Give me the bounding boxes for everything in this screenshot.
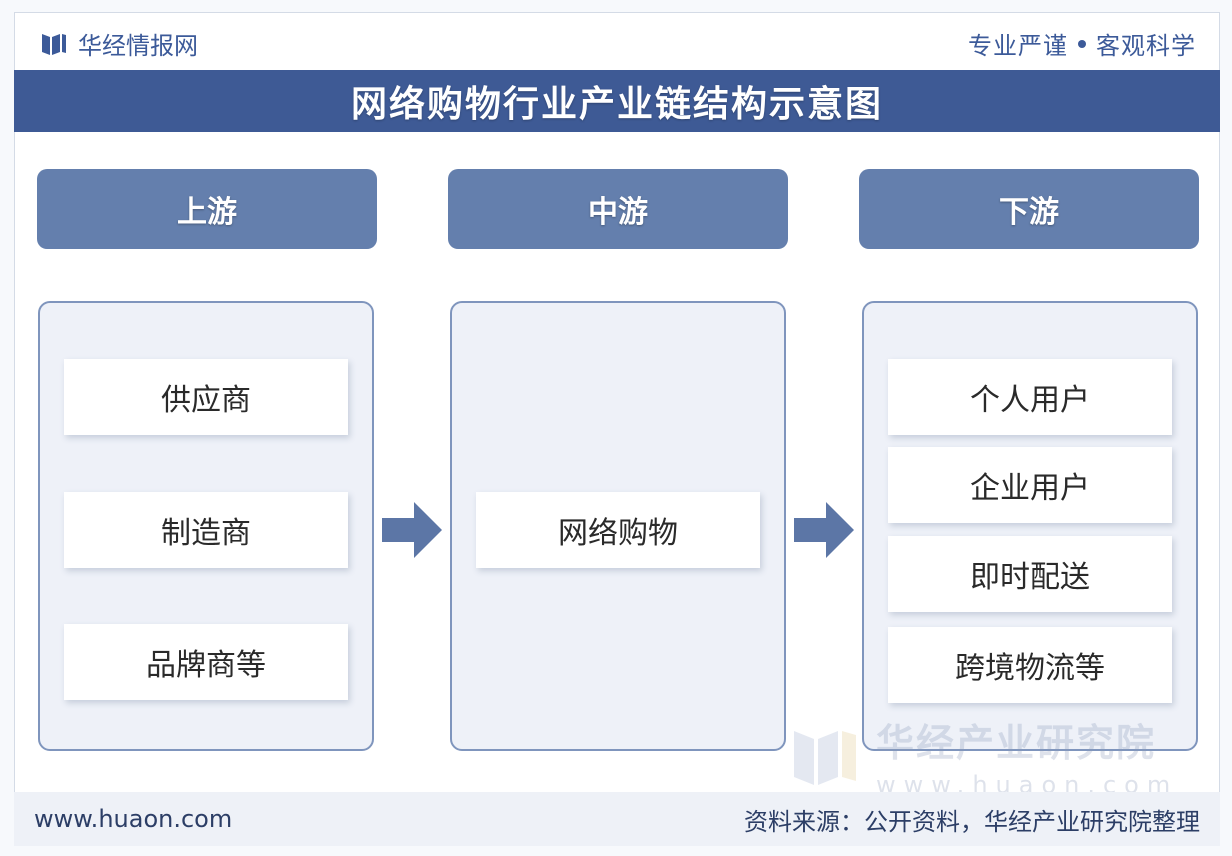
brand-logo-icon bbox=[42, 33, 66, 55]
slogan-right: 客观科学 bbox=[1096, 32, 1196, 60]
slogan-left: 专业严谨 bbox=[968, 32, 1068, 60]
footer-source: 资料来源：公开资料，华经产业研究院整理 bbox=[744, 807, 1200, 836]
separator-dot-icon bbox=[1078, 39, 1086, 48]
footer: www.huaon.com 资料来源：公开资料，华经产业研究院整理 bbox=[14, 792, 1220, 846]
footer-website: www.huaon.com bbox=[34, 805, 233, 833]
stage-header-downstream: 下游 bbox=[859, 169, 1199, 249]
slogan: 专业严谨 客观科学 bbox=[968, 26, 1196, 61]
arrow-right-icon bbox=[382, 502, 442, 558]
upstream-item-manufacturer: 制造商 bbox=[64, 492, 348, 568]
upstream-item-brand: 品牌商等 bbox=[64, 624, 348, 700]
midstream-item-online-shopping: 网络购物 bbox=[476, 492, 760, 568]
downstream-item-cross-border: 跨境物流等 bbox=[888, 627, 1172, 703]
brand: 华经情报网 bbox=[40, 26, 198, 61]
title-bar: 网络购物行业产业链结构示意图 bbox=[14, 70, 1220, 132]
downstream-item-instant-delivery: 即时配送 bbox=[888, 536, 1172, 612]
upstream-item-supplier: 供应商 bbox=[64, 359, 348, 435]
stage-header-midstream: 中游 bbox=[448, 169, 788, 249]
downstream-item-enterprise: 企业用户 bbox=[888, 447, 1172, 523]
stage-header-upstream: 上游 bbox=[37, 169, 377, 249]
diagram-title: 网络购物行业产业链结构示意图 bbox=[350, 84, 883, 125]
watermark-logo-icon bbox=[794, 730, 856, 785]
arrow-right-icon bbox=[794, 502, 854, 558]
watermark-name: 华经产业研究院 bbox=[876, 721, 1157, 765]
watermark: 华经产业研究院 www.huaon.com bbox=[790, 712, 1178, 799]
downstream-item-individual: 个人用户 bbox=[888, 359, 1172, 435]
brand-name: 华经情报网 bbox=[78, 32, 198, 60]
